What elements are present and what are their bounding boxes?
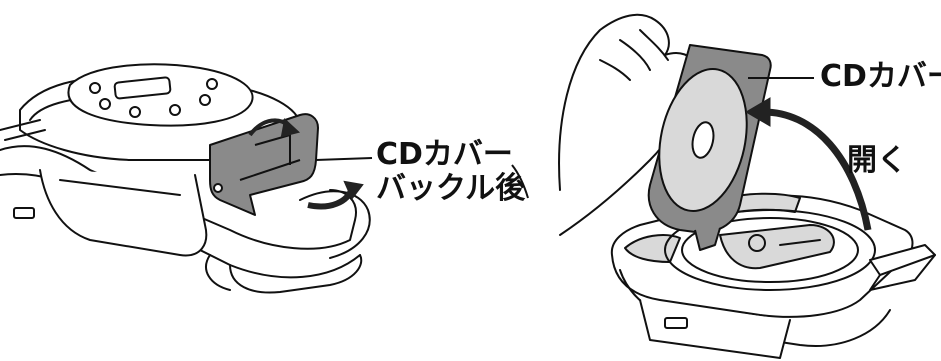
label-cd-cover-buckle-line2: バックル後 xyxy=(376,171,526,206)
open-arrow xyxy=(745,97,872,231)
left-leader-line xyxy=(315,157,373,161)
left-device-illustration xyxy=(0,63,371,294)
label-open: 開く xyxy=(847,143,907,178)
rotation-arrows xyxy=(248,118,364,210)
cd-cover-lid xyxy=(647,44,772,251)
buckle-part xyxy=(209,113,319,216)
label-cd-cover-buckle-line1: CDカバー xyxy=(376,137,513,172)
label-cd-cover: CDカバー xyxy=(820,59,941,94)
divider-stroke xyxy=(511,164,529,199)
